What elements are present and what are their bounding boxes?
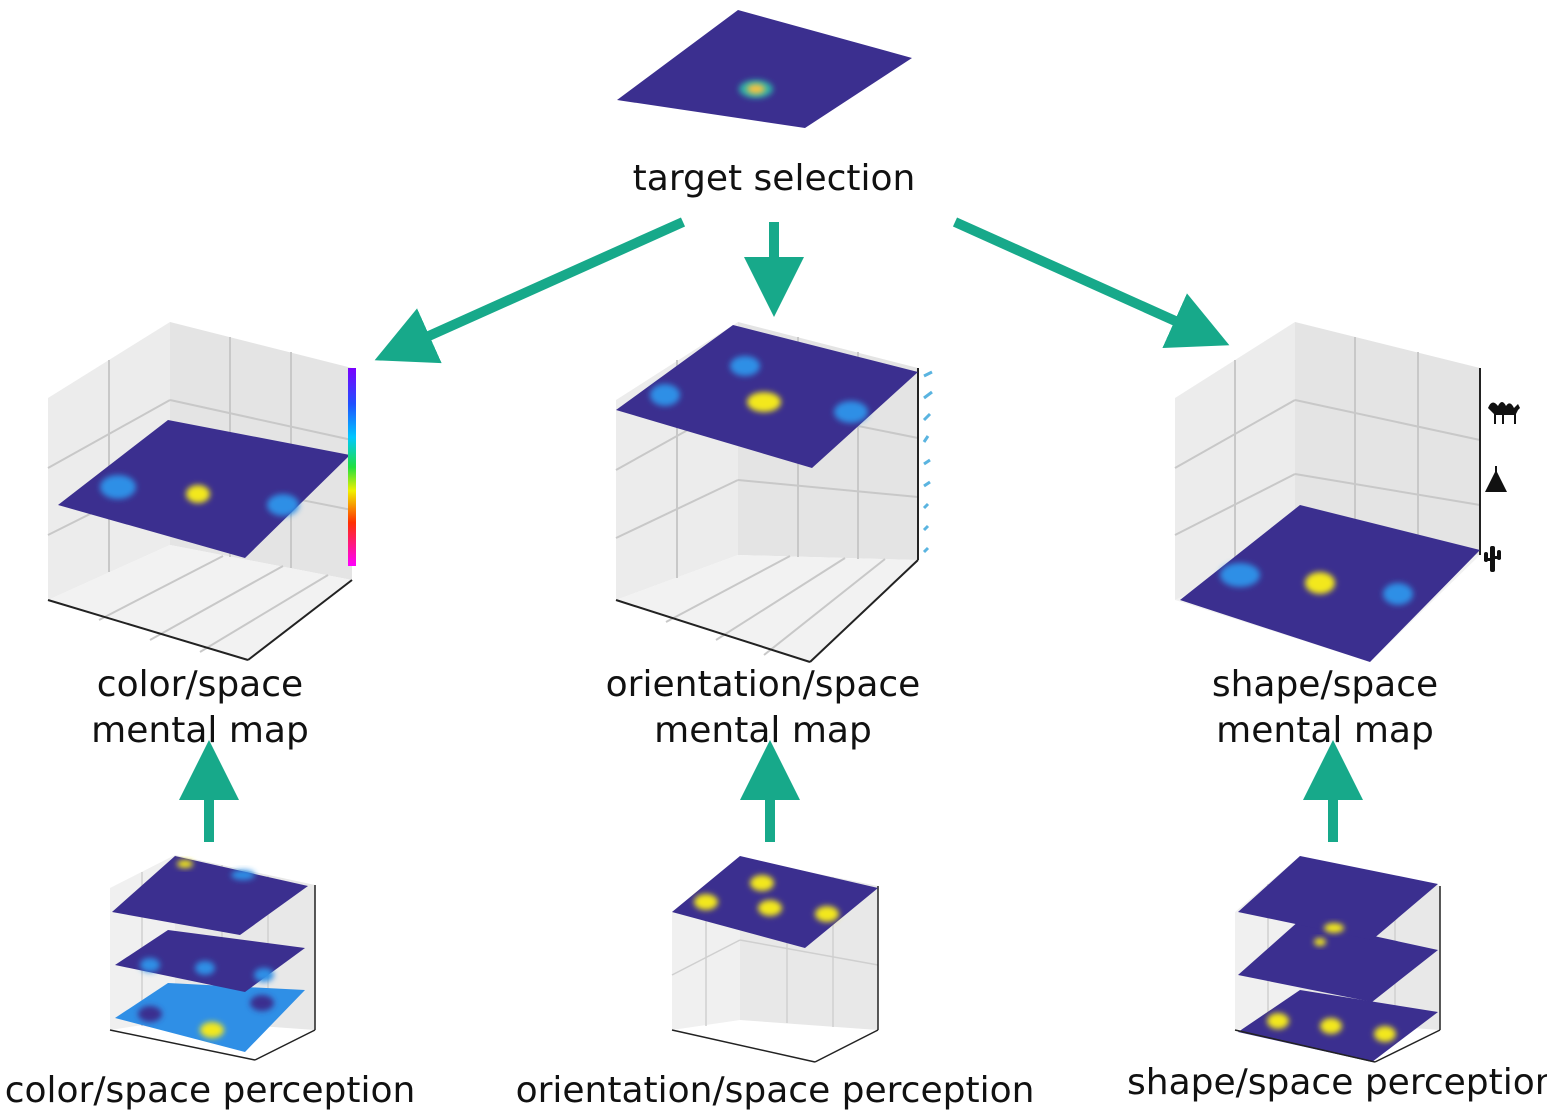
color-map-label-line2: mental map [91, 710, 309, 751]
orientation-map-label-line2: mental map [654, 710, 872, 751]
color-perception-stack [109, 855, 316, 1061]
orientation-perception-stack [671, 856, 879, 1063]
shape-map-label-line2: mental map [1216, 710, 1434, 751]
color-perception-label: color/space perception [4, 1070, 416, 1111]
target-selection-map [617, 10, 912, 128]
shape-perception-label: shape/space perception [1127, 1062, 1547, 1103]
shape-mental-map [1174, 322, 1520, 662]
arrows [179, 217, 1363, 842]
orientation-perception-label: orientation/space perception [515, 1070, 1035, 1111]
orientation-mental-map [615, 322, 933, 663]
color-spectrum-bar [348, 368, 356, 566]
color-map-label-line1: color/space [96, 664, 304, 705]
target-selection-label: target selection [632, 158, 916, 199]
arrow-target-to-color-map [374, 217, 686, 364]
tent-icon [1485, 466, 1507, 492]
camel-icon [1488, 402, 1520, 424]
cactus-icon [1484, 546, 1501, 572]
orientation-tick-marks [922, 370, 933, 554]
shape-perception-stack [1234, 856, 1441, 1063]
color-mental-map [47, 322, 356, 661]
orientation-map-label-line1: orientation/space [605, 664, 921, 705]
shape-map-label-line1: shape/space [1211, 664, 1439, 705]
arrow-target-to-shape-map [952, 217, 1230, 349]
